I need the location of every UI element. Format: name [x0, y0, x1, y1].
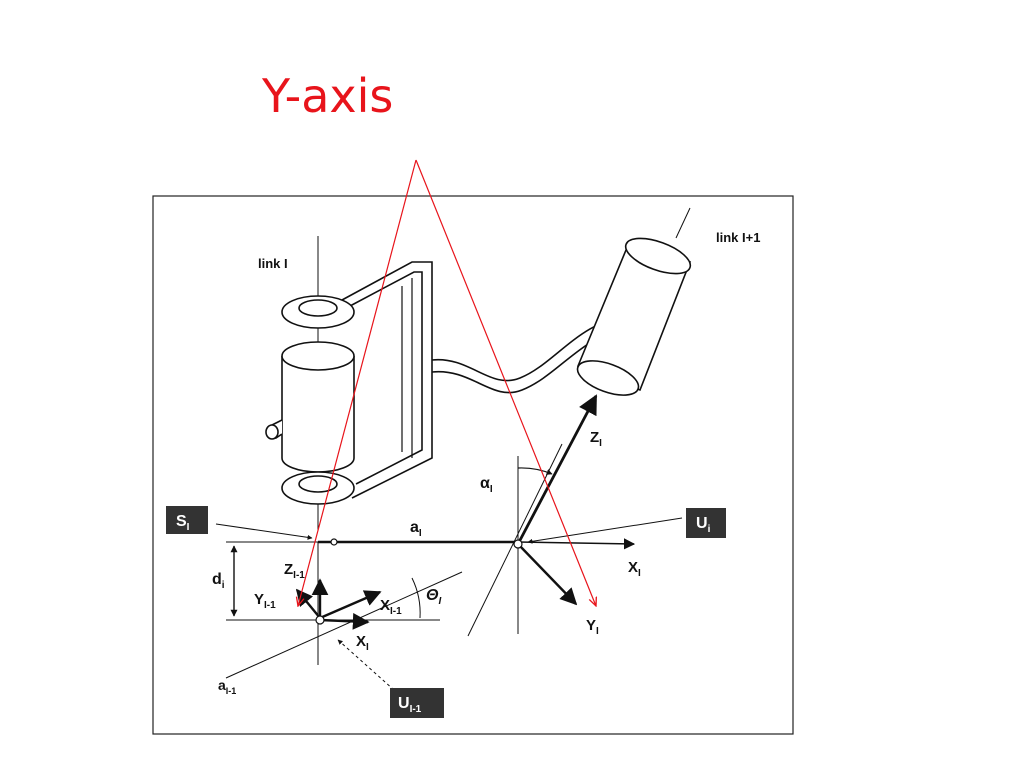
callout-arrow-to-y-i [415, 159, 596, 606]
y-axis-callout-arrows [298, 159, 596, 606]
figure-frame [152, 195, 794, 735]
x-i-label: XI [628, 559, 641, 579]
joint-markers [315, 538, 523, 625]
callout-arrow-to-y-prev [298, 159, 417, 606]
link-i1-hardware [576, 207, 692, 396]
a-label: aI [410, 519, 422, 539]
u-i-1-label-box [390, 688, 444, 718]
s-label-box [166, 506, 208, 534]
s-label: SI [176, 513, 190, 533]
a-prev-label: aI-1 [218, 677, 236, 696]
link-i1-label: link I+1 [716, 230, 760, 245]
alpha-label: αI [480, 475, 493, 495]
d-label: di [212, 571, 225, 591]
u-i-label-box [686, 508, 726, 538]
link-i-label: link I [258, 256, 288, 271]
slide-title: Y-axis [262, 69, 394, 123]
y-prev-label: YI-1 [254, 591, 276, 611]
theta-label: ΘI [426, 587, 441, 607]
y-i-label: YI [586, 617, 599, 637]
u-i-1-label: UI-1 [398, 695, 422, 715]
x-lower-label: XI [356, 633, 369, 653]
x-prev-label: XI-1 [380, 597, 402, 617]
z-prev-label: ZI-1 [284, 561, 305, 581]
z-i-label: ZI [590, 429, 602, 449]
kinematic-lines [215, 394, 683, 691]
link-i-hardware [265, 236, 631, 530]
u-i-label: Ui [696, 515, 711, 535]
